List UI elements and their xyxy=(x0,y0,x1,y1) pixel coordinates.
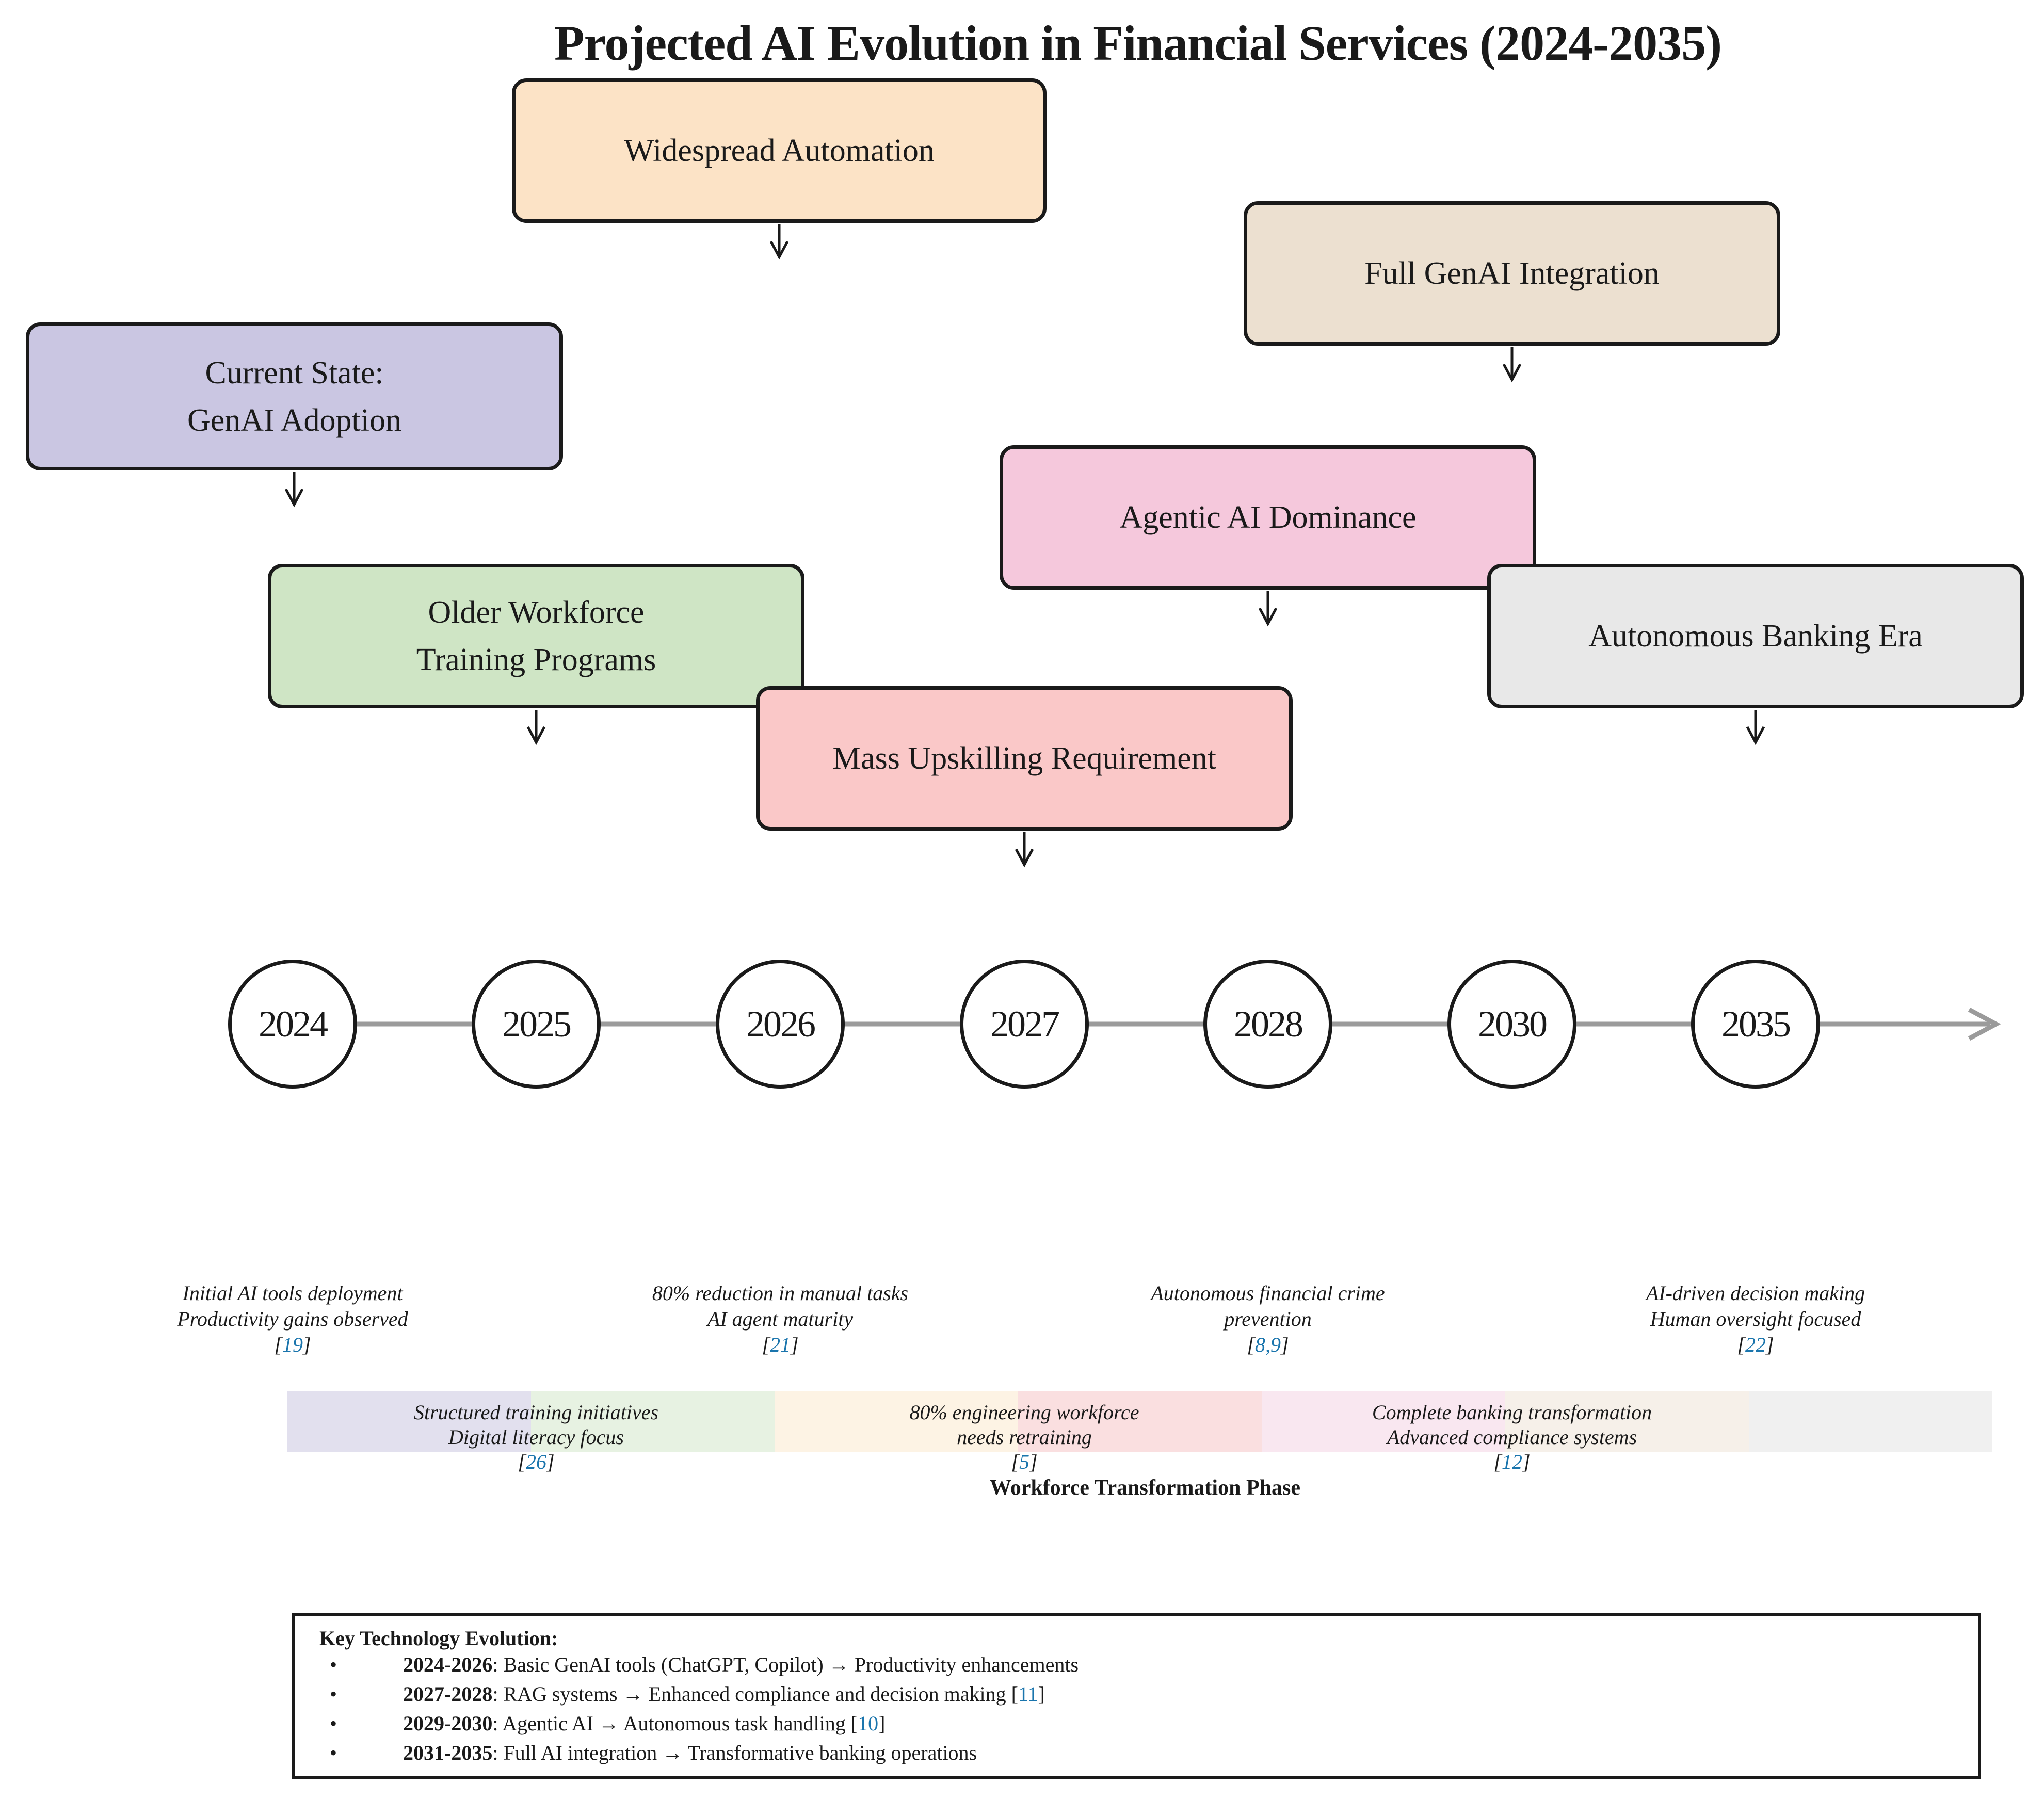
citation: [5] xyxy=(1011,1450,1038,1473)
citation: [12] xyxy=(1493,1450,1531,1473)
year-circle-2025: 2025 xyxy=(472,960,601,1089)
year-circle-2035: 2035 xyxy=(1691,960,1820,1089)
milestone-2026: 80% reduction in manual tasks AI agent m… xyxy=(652,1281,909,1356)
citation: [10] xyxy=(850,1712,886,1735)
box-widespread-automation: Widespread Automation xyxy=(512,78,1047,223)
citation: [11] xyxy=(1011,1682,1045,1706)
box-current-state: Current State:GenAI Adoption xyxy=(26,322,563,470)
band-segment-2024 xyxy=(287,1391,531,1452)
box-autonomous-banking-era: Autonomous Banking Era xyxy=(1487,564,2024,708)
year-circle-2026: 2026 xyxy=(716,960,845,1089)
band-note-2025: Structured training initiatives Digital … xyxy=(413,1401,659,1473)
box-mass-upskilling: Mass Upskilling Requirement xyxy=(756,686,1293,831)
box-label: Older Workforce xyxy=(428,595,645,630)
key-tech-item-4: •2031-2035: Full AI integration → Transf… xyxy=(330,1741,977,1764)
phase-band-label: Workforce Transformation Phase xyxy=(990,1476,1300,1500)
year-circle-2024: 2024 xyxy=(228,960,357,1089)
box-label: Current State: xyxy=(205,355,384,391)
band-note-2030: Complete banking transformation Advanced… xyxy=(1372,1401,1652,1473)
key-tech-item-1: •2024-2026: Basic GenAI tools (ChatGPT, … xyxy=(330,1653,1079,1676)
key-technology-heading: Key Technology Evolution: xyxy=(319,1627,558,1650)
bullet-icon: • xyxy=(330,1741,337,1764)
citation: [22] xyxy=(1737,1333,1774,1356)
band-note-2027: 80% engineering workforce needs retraini… xyxy=(909,1401,1139,1473)
band-segment-2030 xyxy=(1505,1391,1749,1452)
bullet-icon: • xyxy=(330,1682,337,1706)
citation: [19] xyxy=(274,1333,311,1356)
citation: [21] xyxy=(762,1333,799,1356)
box-label: Widespread Automation xyxy=(624,133,935,168)
band-segment-2028 xyxy=(1262,1391,1505,1452)
band-segment-2035 xyxy=(1749,1391,1992,1452)
band-segment-2026 xyxy=(775,1391,1018,1452)
bullet-icon: • xyxy=(330,1712,337,1735)
year-circle-2030: 2030 xyxy=(1447,960,1576,1089)
year-circle-2028: 2028 xyxy=(1203,960,1332,1089)
bullet-icon: • xyxy=(330,1653,337,1676)
band-segment-2025 xyxy=(531,1391,775,1452)
milestone-2035: AI-driven decision making Human oversigh… xyxy=(1646,1281,1865,1356)
citation: [8,9] xyxy=(1247,1333,1289,1356)
key-tech-item-3: •2029-2030: Agentic AI → Autonomous task… xyxy=(330,1712,886,1735)
phase-band xyxy=(287,1391,1992,1452)
box-label: Full GenAI Integration xyxy=(1364,256,1660,291)
year-circle-2027: 2027 xyxy=(960,960,1089,1089)
key-technology-box: Key Technology Evolution: •2024-2026: Ba… xyxy=(292,1613,1981,1779)
box-agentic-ai-dominance: Agentic AI Dominance xyxy=(1000,445,1536,590)
milestone-2024: Initial AI tools deployment Productivity… xyxy=(177,1281,408,1356)
band-segment-2027 xyxy=(1018,1391,1262,1452)
box-label: Autonomous Banking Era xyxy=(1588,619,1923,654)
milestone-2028: Autonomous financial crime prevention [8… xyxy=(1151,1281,1385,1356)
key-tech-item-2: •2027-2028: RAG systems → Enhanced compl… xyxy=(330,1682,1045,1706)
box-label: Mass Upskilling Requirement xyxy=(832,741,1216,776)
page-title: Projected AI Evolution in Financial Serv… xyxy=(554,15,1722,71)
citation: [26] xyxy=(518,1450,555,1473)
box-full-genai-integration: Full GenAI Integration xyxy=(1244,201,1780,346)
box-label: Agentic AI Dominance xyxy=(1119,500,1417,535)
